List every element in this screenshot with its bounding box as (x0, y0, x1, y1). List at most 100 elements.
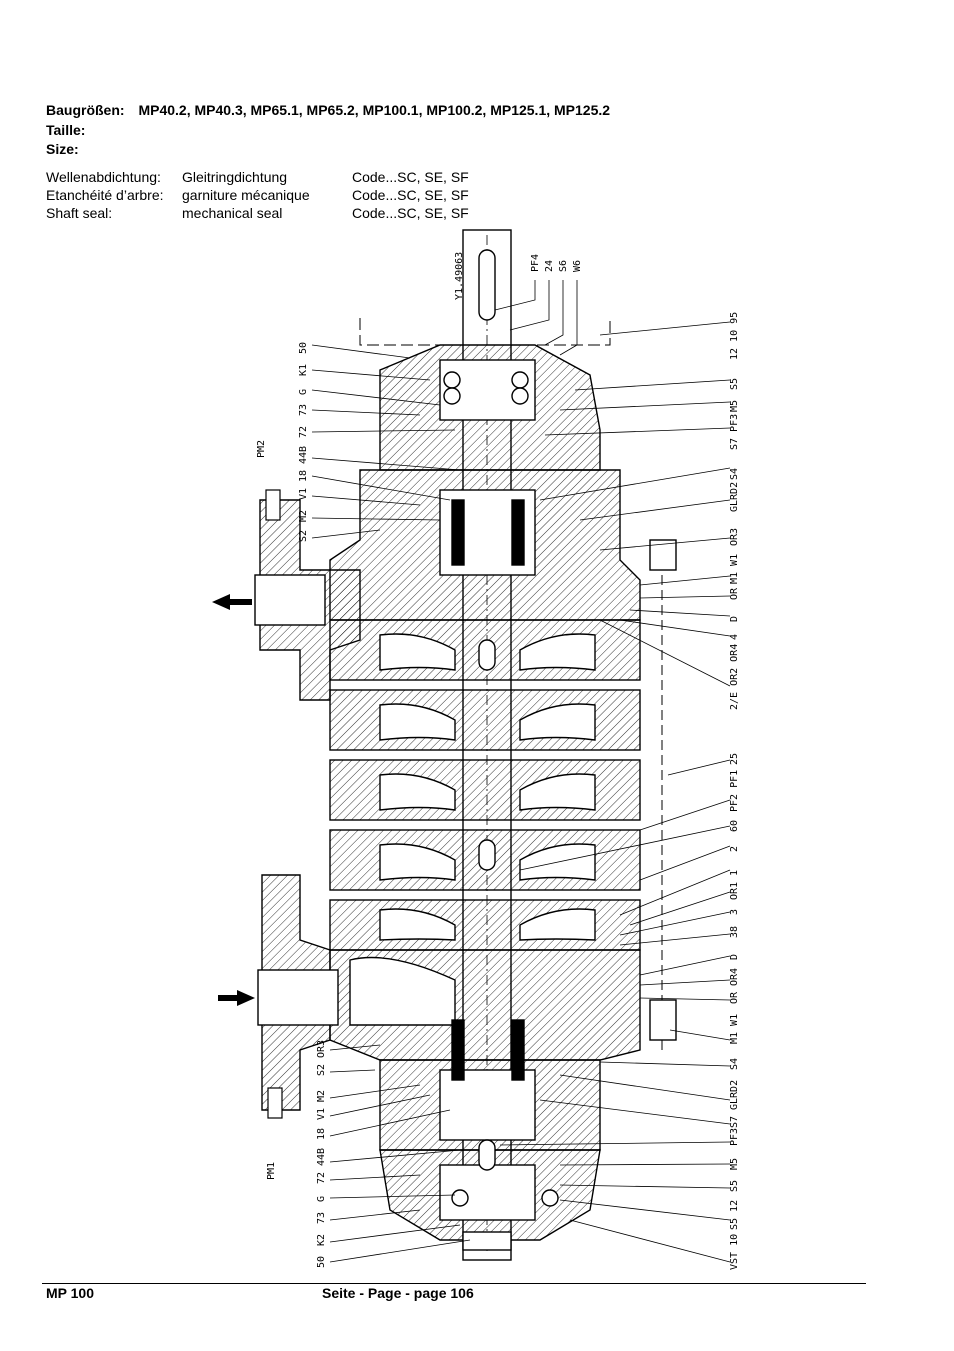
discharge-arrow-icon (212, 594, 252, 610)
label-left: G (298, 389, 309, 395)
label-right: GLRD2 (729, 482, 740, 512)
label-right: S4 (729, 468, 740, 480)
label-right: M1 W1 (729, 554, 740, 584)
label-right: GLRD2 (729, 1080, 740, 1110)
label-left: 72 (298, 426, 309, 438)
label-right: OR3 (729, 528, 740, 546)
mechanical-seal (451, 1019, 465, 1081)
label-left: K1 (298, 364, 309, 376)
seal-value: mechanical seal (182, 205, 283, 221)
label-right: M5 (729, 1158, 740, 1170)
sizes-label: Baugrößen: (46, 102, 125, 118)
mechanical-seal (451, 499, 465, 566)
label-right: S7 PF3 (729, 414, 740, 450)
label-right: 3 (729, 909, 740, 915)
label-left: 50 (316, 1256, 327, 1268)
bearing-ball (443, 371, 461, 389)
seal-code: Code...SC, SE, SF (352, 187, 469, 203)
label-left: OR3 (316, 1040, 327, 1058)
bearing-ball (511, 371, 529, 389)
size-label: Size: (46, 141, 79, 157)
label-right: 60 (729, 820, 740, 832)
label-gauge: PM1 (266, 1162, 277, 1180)
gauges (265, 489, 283, 1119)
seal-row: Etanchéité d’arbre: garniture mécanique … (46, 186, 469, 204)
mechanical-seal (511, 1019, 525, 1081)
seal-value: Gleitringdichtung (182, 169, 288, 185)
label-left: 50 (298, 342, 309, 354)
label-right: S7 (729, 1116, 740, 1128)
label-left: 18 (298, 470, 309, 482)
label-left: 73 (316, 1212, 327, 1224)
gauge-pm2 (265, 489, 281, 521)
label-right: 1 (729, 870, 740, 876)
leader-lines (311, 280, 731, 1263)
label-right: 2/E OR2 OR4 (729, 644, 740, 710)
label-right: S5 (729, 378, 740, 390)
label-right: M5 (729, 400, 740, 412)
label-right: D (729, 616, 740, 622)
bearing-ball (541, 1189, 559, 1207)
mechanical-seal (511, 499, 525, 566)
label-right: OR (729, 587, 740, 600)
label-right: OR1 (729, 882, 740, 900)
label-right: OR (729, 991, 740, 1004)
part-labels: Y1.49063 PF4 24 S6 W6 PM2 PM1 50 K1 G 73… (256, 252, 740, 1270)
label-left: K2 (316, 1234, 327, 1246)
label-top: PF4 (530, 254, 541, 272)
label-gauge: PM2 (256, 440, 267, 458)
label-right: VST 10 (729, 1234, 740, 1270)
label-left: 44B (298, 446, 309, 464)
footer-rule (42, 1283, 866, 1284)
label-right: 25 (729, 753, 740, 765)
label-top: 24 (544, 260, 555, 272)
label-right: M1 W1 (729, 1014, 740, 1044)
label-right: S5 (729, 1180, 740, 1192)
label-right: PF3 (729, 1128, 740, 1146)
label-left: S2 (298, 530, 309, 542)
shaft-end-cap (462, 1231, 512, 1251)
label-right: D (729, 954, 740, 960)
sizes-line: Baugrößen: MP40.2, MP40.3, MP65.1, MP65.… (46, 100, 610, 120)
label-right: 2 (729, 846, 740, 852)
label-right: S4 (729, 1058, 740, 1070)
label-right: 38 (729, 926, 740, 938)
label-top: S6 (558, 260, 569, 272)
drawing-id: Y1.49063 (454, 252, 465, 300)
label-right: 4 (729, 634, 740, 640)
label-left: G (316, 1196, 327, 1202)
label-left: M2 (298, 510, 309, 522)
label-left: S2 (316, 1064, 327, 1076)
label-left: 72 (316, 1172, 327, 1184)
label-left: V1 (316, 1108, 327, 1120)
seal-row: Shaft seal: mechanical seal Code...SC, S… (46, 204, 469, 222)
label-top: W6 (572, 260, 583, 272)
label-right: S5 12 (729, 1200, 740, 1230)
label-left: M2 (316, 1090, 327, 1102)
label-right: 12 10 95 (729, 312, 740, 360)
label-left: 18 (316, 1128, 327, 1140)
seal-code: Code...SC, SE, SF (352, 169, 469, 185)
bearing-ball (451, 1189, 469, 1207)
label-left: 44B (316, 1148, 327, 1166)
label-left: 73 (298, 404, 309, 416)
seal-value: garniture mécanique (182, 187, 310, 203)
bearing-ball (443, 387, 461, 405)
bearing-ball (511, 387, 529, 405)
seal-row: Wellenabdichtung: Gleitringdichtung Code… (46, 168, 469, 186)
footer-left: MP 100 (46, 1285, 94, 1301)
label-right: OR4 (729, 968, 740, 986)
flow-arrows (212, 594, 255, 1006)
footer-page: Seite - Page - page 106 (322, 1285, 474, 1301)
shaft-seal-table: Wellenabdichtung: Gleitringdichtung Code… (46, 168, 469, 222)
sizes-value: MP40.2, MP40.3, MP65.1, MP65.2, MP100.1,… (138, 102, 611, 118)
label-right: PF2 PF1 (729, 770, 740, 812)
seal-code: Code...SC, SE, SF (352, 205, 469, 221)
seal-label: Shaft seal: (46, 205, 113, 221)
label-left: V1 (298, 488, 309, 500)
suction-arrow-icon (218, 990, 255, 1006)
seal-label: Etanchéité d’arbre: (46, 187, 164, 203)
taille-label: Taille: (46, 122, 86, 138)
gauge-pm1 (267, 1087, 283, 1119)
